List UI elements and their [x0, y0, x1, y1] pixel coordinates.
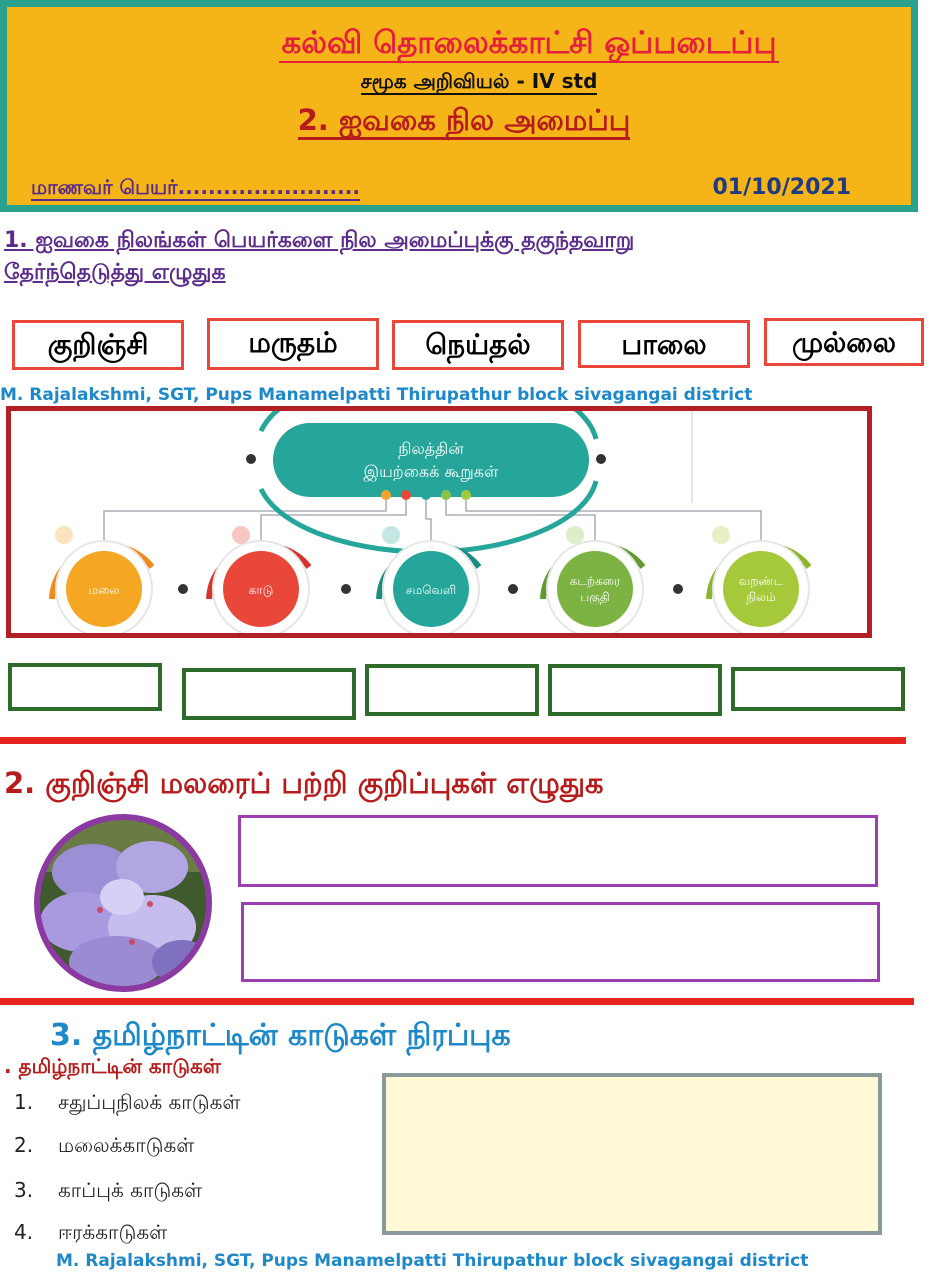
node-label: மலை — [89, 583, 120, 597]
node-circle — [66, 551, 142, 627]
node-accent — [232, 526, 250, 544]
node-label: பகுதி — [580, 590, 609, 604]
color-dot — [441, 490, 451, 500]
color-dot — [421, 490, 431, 500]
color-dot — [381, 490, 391, 500]
diagram-nodes: மலை காடு சமவெளி கடற்கரை பகுதி வறண்ட நிலம் — [49, 526, 812, 633]
node-label: சமவெளி — [406, 583, 456, 597]
connector-line — [103, 495, 387, 545]
forest-item-2: 2.மலைக்காடுகள் — [14, 1133, 195, 1157]
answer-box-2[interactable] — [182, 668, 356, 720]
kurinji-notes-box-1[interactable] — [238, 815, 878, 887]
color-dot — [461, 490, 471, 500]
word-card-kurinji[interactable]: குறிஞ்சி — [12, 320, 184, 370]
land-node-1: மலை — [49, 526, 155, 633]
header-title: கல்வி தொலைக்காட்சி ஒப்படைப்பு — [279, 25, 779, 63]
answer-box-5[interactable] — [731, 667, 905, 711]
diagram-color-dots — [178, 490, 683, 594]
question-1-line2: தேர்ந்தெடுத்து எழுதுக — [4, 260, 226, 285]
land-features-diagram: நிலத்தின் இயற்கைக் கூறுகள் மலை காடு சமவெளி… — [6, 406, 872, 638]
land-node-2: காடு — [206, 526, 312, 633]
node-circle — [557, 551, 633, 627]
header-lesson: 2. ஐவகை நில அமைப்பு — [7, 103, 911, 141]
credit-line-2: M. Rajalakshmi, SGT, Pups Manamelpatti T… — [56, 1251, 809, 1271]
forest-item-1: 1.சதுப்புநிலக் காடுகள் — [14, 1090, 241, 1114]
connector-line — [465, 495, 762, 545]
section-divider-2 — [0, 998, 914, 1005]
kurinji-flower-image — [32, 812, 214, 994]
node-label: காடு — [249, 583, 274, 597]
node-accent — [712, 526, 730, 544]
node-circle — [723, 551, 799, 627]
node-label: வறண்ட — [739, 574, 784, 588]
answer-box-3[interactable] — [365, 664, 539, 716]
kurinji-notes-box-2[interactable] — [241, 902, 880, 982]
land-node-5: வறண்ட நிலம் — [706, 526, 812, 633]
separator-dot — [673, 584, 683, 594]
question-3: 3. தமிழ்நாட்டின் காடுகள் நிரப்புக — [50, 1018, 511, 1053]
node-label: கடற்கரை — [570, 574, 621, 588]
connector-line — [445, 495, 596, 545]
node-label: நிலம் — [746, 590, 776, 604]
credit-line-1: M. Rajalakshmi, SGT, Pups Manamelpatti T… — [0, 385, 753, 405]
connector-line — [260, 495, 407, 545]
separator-dot — [341, 584, 351, 594]
forest-answer-box[interactable] — [382, 1073, 882, 1235]
word-card-paalai[interactable]: பாலை — [578, 320, 750, 368]
question-2: 2. குறிஞ்சி மலரைப் பற்றி குறிப்புகள் எழு… — [4, 766, 604, 800]
root-label-1: நிலத்தின் — [398, 439, 464, 458]
diagram-root-node: நிலத்தின் இயற்கைக் கூறுகள் — [246, 411, 606, 555]
separator-dot — [508, 584, 518, 594]
forest-item-4: 4.ஈரக்காடுகள் — [14, 1220, 168, 1244]
diagram-connectors — [103, 495, 762, 545]
kurinji-flower-photo — [34, 814, 212, 992]
word-card-marutham[interactable]: மருதம் — [207, 318, 379, 370]
question-1-line1: 1. ஐவகை நிலங்கள் பெயர்களை நில அமைப்புக்க… — [4, 228, 635, 253]
word-card-mullai[interactable]: முல்லை — [764, 318, 924, 366]
forest-item-3: 3.காப்புக் காடுகள் — [14, 1178, 203, 1202]
node-accent — [566, 526, 584, 544]
diagram-graphic: நிலத்தின் இயற்கைக் கூறுகள் மலை காடு சமவெளி… — [49, 411, 812, 633]
forest-list-heading: . தமிழ்நாட்டின் காடுகள் — [4, 1054, 221, 1078]
land-node-4: கடற்கரை பகுதி — [540, 526, 646, 633]
answer-box-1[interactable] — [8, 663, 162, 711]
node-accent — [382, 526, 400, 544]
worksheet-header: கல்வி தொலைக்காட்சி ஒப்படைப்பு சமூக அறிவி… — [0, 0, 918, 212]
color-dot — [401, 490, 411, 500]
answer-box-4[interactable] — [548, 664, 722, 716]
section-divider-1 — [0, 737, 906, 744]
worksheet-date: 01/10/2021 — [712, 175, 851, 200]
node-circle — [223, 551, 299, 627]
connector-line — [425, 495, 432, 545]
node-circle — [393, 551, 469, 627]
word-card-neithal[interactable]: நெய்தல் — [392, 320, 564, 370]
land-node-3: சமவெளி — [376, 526, 482, 633]
node-accent — [55, 526, 73, 544]
header-subject: சமூக அறிவியல் - IV std — [360, 69, 598, 95]
root-label-2: இயற்கைக் கூறுகள் — [364, 462, 500, 482]
separator-dot — [178, 584, 188, 594]
student-name-field[interactable]: மாணவர் பெயர்........................ — [31, 175, 360, 201]
